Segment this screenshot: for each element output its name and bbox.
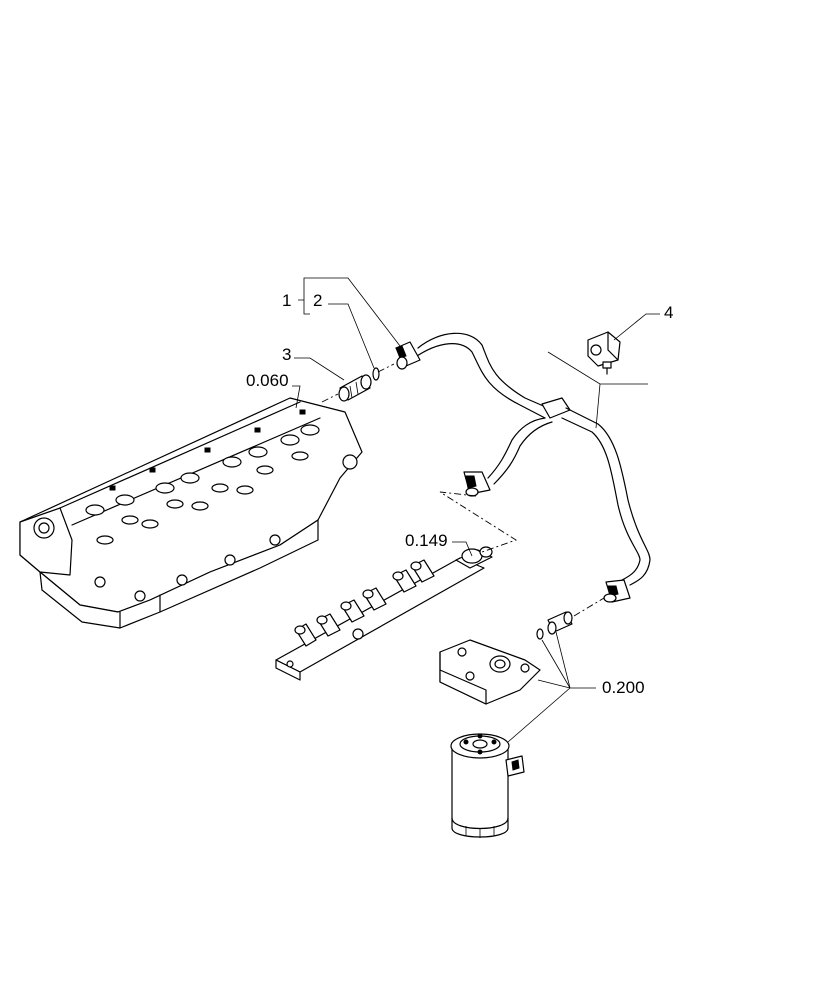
routing-line-filter-sensor (573, 597, 605, 617)
filter-sensor (536, 611, 573, 640)
wiring-harness (413, 332, 651, 586)
harness-connector-upper (395, 341, 421, 370)
head-bosses (85, 424, 320, 545)
routing-line-sensor3 (321, 393, 339, 403)
callout-2: 2 (313, 291, 322, 310)
routing-line-rail (439, 491, 518, 553)
callout-ref-0-200: 0.200 (602, 678, 645, 697)
sensor-4 (587, 331, 621, 375)
callout-1: 1 (282, 291, 291, 310)
cylinder-head (19, 397, 363, 629)
harness-connector-left (463, 471, 491, 497)
pressure-sensor-3 (338, 374, 372, 402)
filter-head (439, 639, 541, 705)
harness-connector-right (603, 579, 631, 603)
fuel-filter-canister (450, 733, 525, 838)
callout-3: 3 (282, 345, 291, 364)
leader-lines (292, 277, 660, 743)
callout-4: 4 (664, 303, 673, 322)
callout-ref-0-149: 0.149 (405, 531, 448, 550)
seal-ring-2 (372, 367, 380, 381)
routing-line-seal2 (377, 363, 395, 373)
callout-ref-0-060: 0.060 (246, 371, 289, 390)
rail-fittings (294, 559, 435, 647)
